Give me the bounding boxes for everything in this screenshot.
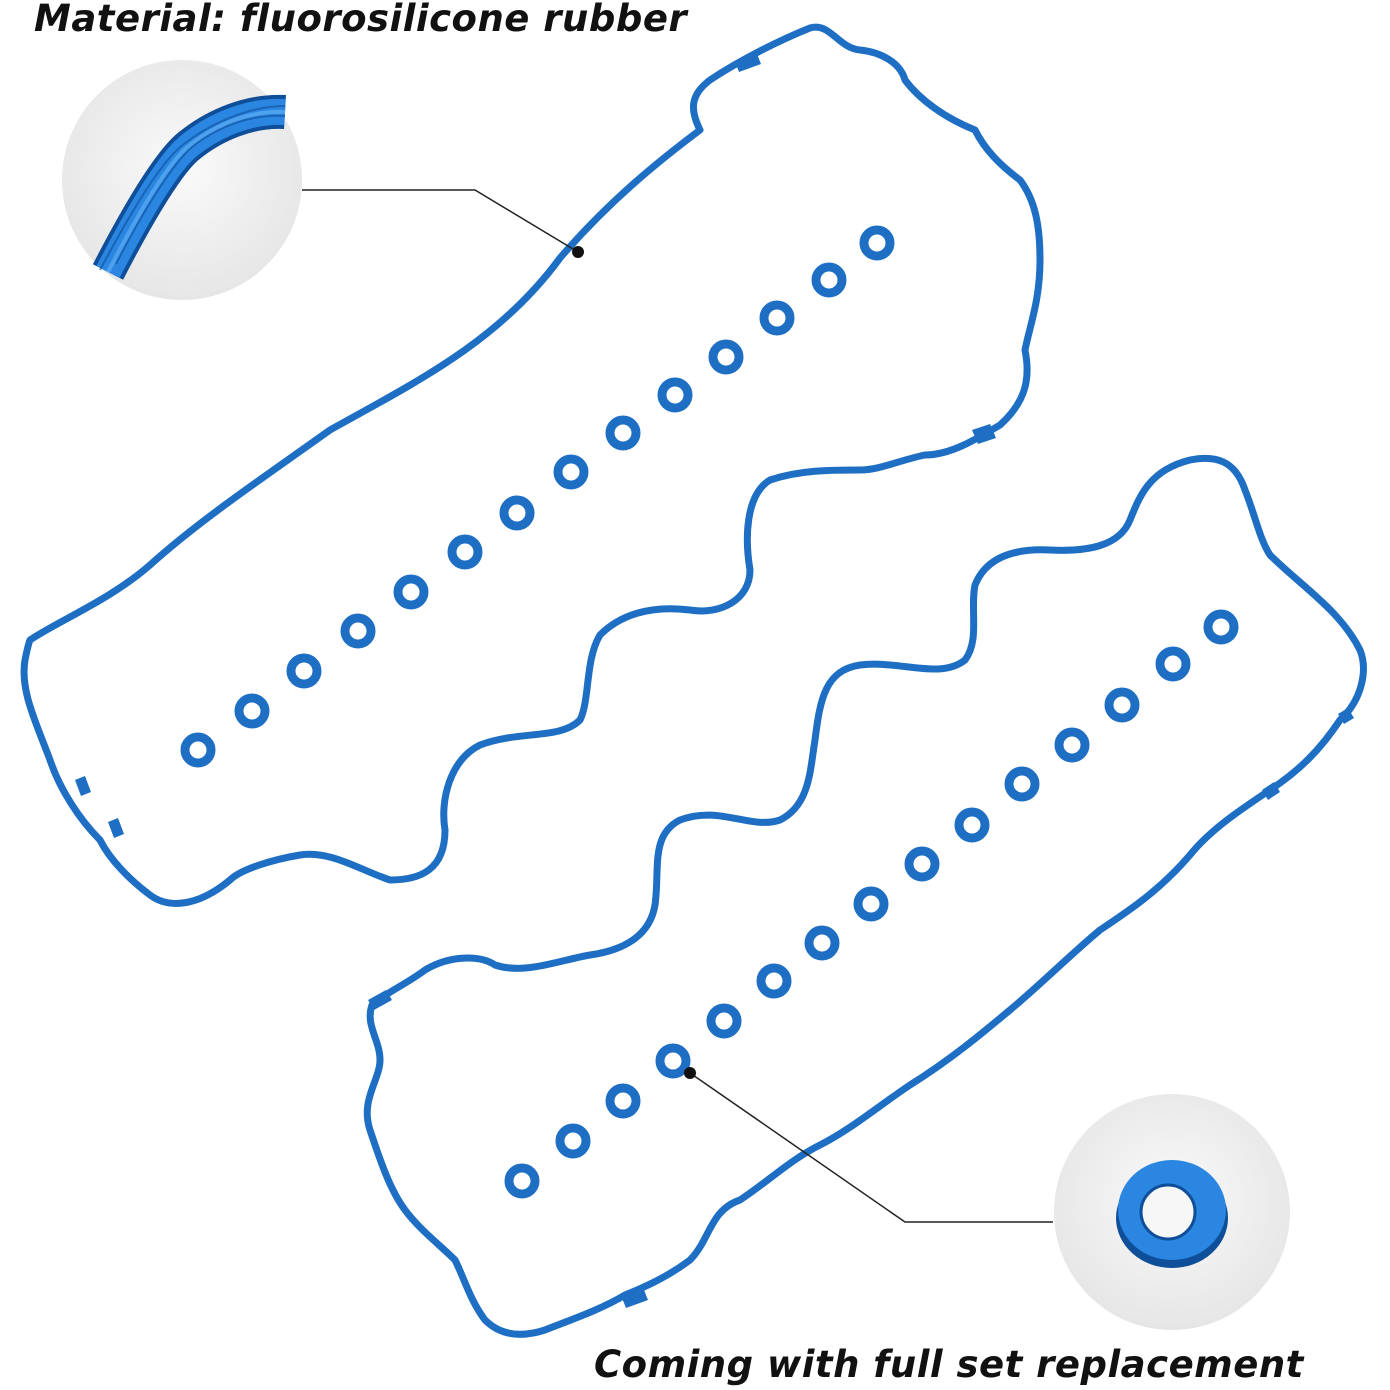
seal-ring [1104,687,1140,723]
seal-ring [657,377,693,413]
seal-ring [447,534,483,570]
seal-ring [804,925,840,961]
set-caption: Coming with full set replacement [594,1343,1304,1386]
seal-ring [1155,646,1191,682]
seal-ring [708,339,744,375]
seal-ring [706,1003,742,1039]
seal-ring [499,495,535,531]
leader-dot-material [572,246,584,258]
leader-line-set [689,1072,1053,1223]
seal-ring [234,693,270,729]
lower-gasket-tab [1262,782,1280,800]
rubber-cross-section-icon [62,60,302,300]
upper-gasket-tab [735,54,761,72]
lower-gasket-tab [622,1290,648,1308]
seal-ring [553,454,589,490]
seal-ring [605,415,641,451]
leader-dot-set [684,1067,696,1079]
leader-line-material [302,189,579,253]
seal-ring [904,846,940,882]
upper-gasket-tab [108,818,124,838]
lower-gasket-tab [368,990,392,1010]
grommet-seal-icon [1054,1094,1290,1330]
upper-gasket-tab [75,776,91,796]
seal-ring [340,613,376,649]
upper-seal-rings [180,225,895,768]
upper-gasket-tab [972,424,996,444]
lower-valve-cover-gasket [363,454,1367,1338]
seal-ring [1203,609,1239,645]
seal-ring [811,262,847,298]
material-caption: Material: fluorosilicone rubber [34,0,688,40]
lower-gasket-tab [1338,708,1354,724]
seal-ring [393,574,429,610]
seal-ring [756,963,792,999]
seal-ring [655,1043,691,1079]
seal-ring [1004,766,1040,802]
seal-ring [759,300,795,336]
seal-ring [180,732,216,768]
seal-ring [286,653,322,689]
seal-ring [853,886,889,922]
upper-valve-cover-gasket [20,23,1044,907]
lower-seal-rings [504,609,1239,1199]
seal-ring [1054,727,1090,763]
seal-ring [859,225,895,261]
seal-ring [605,1083,641,1119]
seal-ring [954,807,990,843]
seal-ring [555,1123,591,1159]
seal-ring [504,1163,540,1199]
